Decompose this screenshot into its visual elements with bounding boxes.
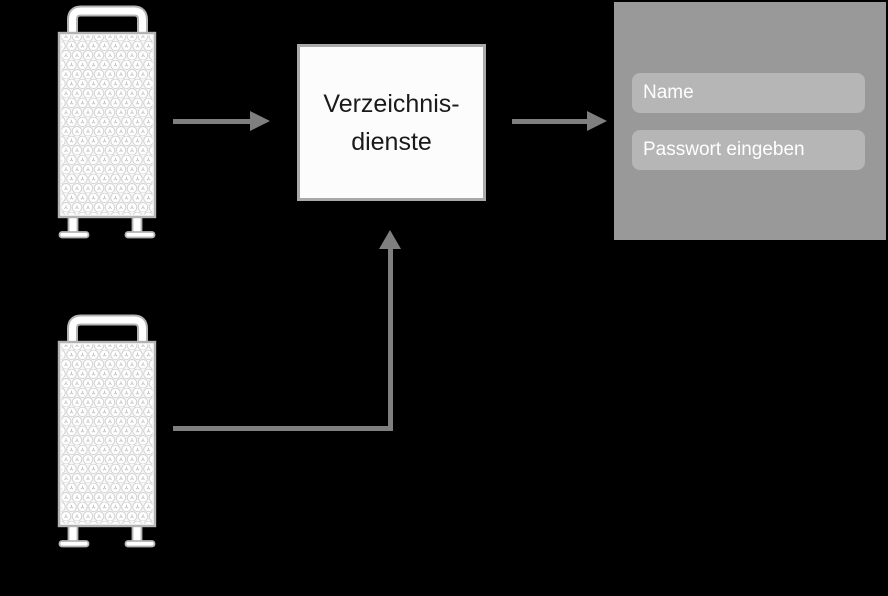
- arrow-shaft: [173, 119, 252, 124]
- arrow-head-right-icon: [587, 111, 607, 131]
- directory-services-label-line1: Verzeichnis-: [323, 89, 460, 118]
- mac-pro-tower-icon: [55, 3, 160, 243]
- directory-services-box: Verzeichnis- dienste: [297, 44, 486, 201]
- directory-services-label-line2: dienste: [351, 127, 432, 156]
- arrow-shaft: [512, 119, 589, 124]
- login-panel: Name Passwort eingeben: [614, 2, 886, 240]
- arrow-server1-to-directory: [173, 111, 270, 132]
- mac-pro-tower-icon: [57, 5, 157, 239]
- name-field-label: Name: [643, 82, 694, 103]
- arrow-head-right-icon: [250, 111, 270, 131]
- password-field-label: Passwort eingeben: [643, 139, 805, 160]
- password-field[interactable]: Passwort eingeben: [632, 130, 865, 170]
- arrow-head-up-icon: [379, 230, 401, 249]
- arrow-shaft: [173, 426, 393, 431]
- arrow-server2-to-directory: [173, 230, 401, 431]
- name-field[interactable]: Name: [632, 73, 865, 113]
- mac-pro-tower-icon: [57, 314, 157, 548]
- arrow-directory-to-login: [512, 111, 607, 132]
- mac-pro-tower-icon: [55, 312, 160, 552]
- arrow-shaft: [388, 248, 393, 431]
